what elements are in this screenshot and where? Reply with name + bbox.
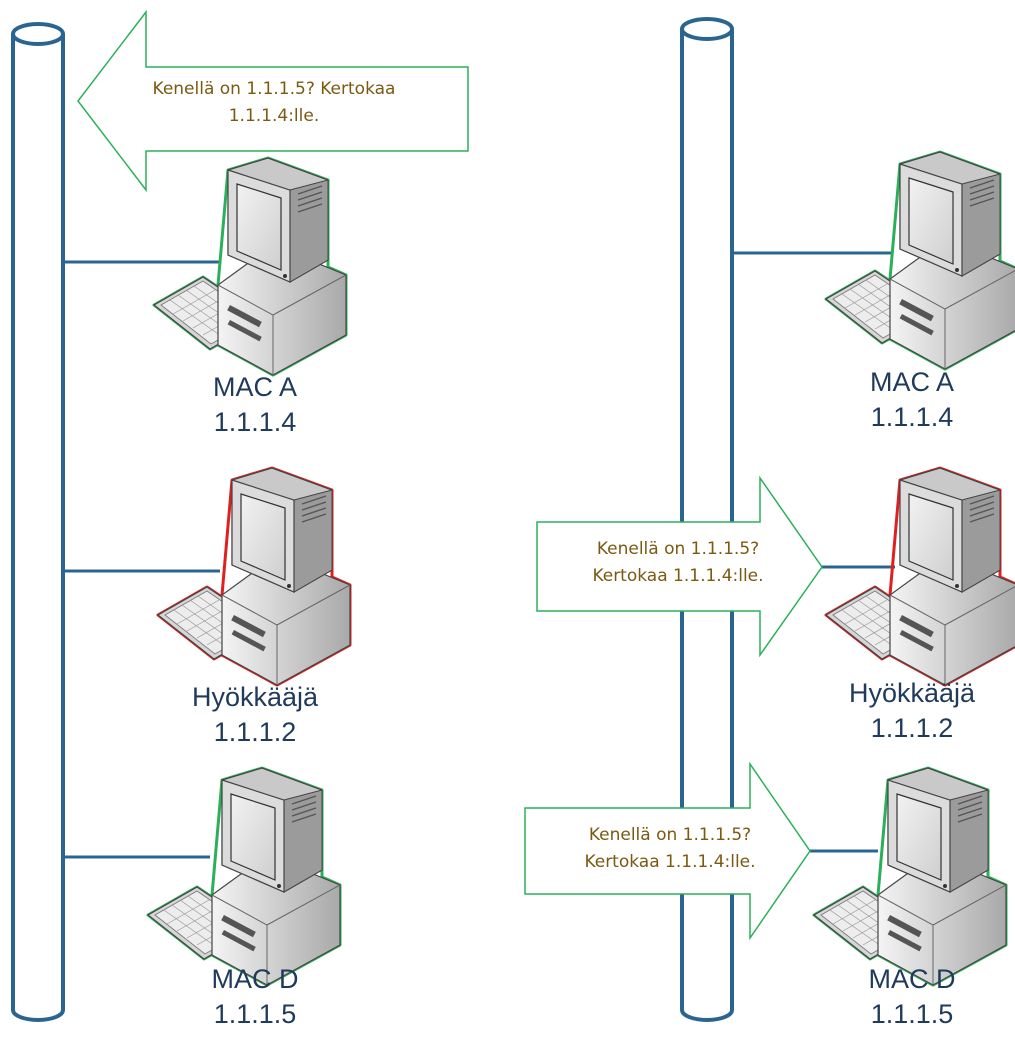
desktop-computer-icon [813,767,1007,986]
right-host-mac-d-label: MAC D 1.1.1.5 [812,962,1012,1032]
delivery-1-line1: Kenellä on 1.1.1.5? [596,539,760,559]
host-ip: 1.1.1.4 [870,402,954,432]
host-name: MAC D [868,964,956,994]
left-broadcast-arrow-text: Kenellä on 1.1.1.5? Kertokaa 1.1.1.4:lle… [104,76,444,130]
host-name: MAC A [869,367,955,397]
desktop-computer-icon [147,767,341,986]
left-computer-mac-d [146,766,342,987]
desktop-computer-icon [157,467,351,686]
host-ip: 1.1.1.2 [870,713,954,743]
right-delivery-arrow-1 [536,475,823,658]
left-computer-mac-a [152,156,348,377]
right-computer-mac-a [824,150,1015,371]
delivery-2-line2: Kertokaa 1.1.1.4:lle. [584,852,756,872]
host-name: MAC D [211,964,299,994]
left-host-mac-a-label: MAC A 1.1.1.4 [145,370,365,440]
left-host-attacker-label: Hyökkääjä 1.1.1.2 [145,680,365,750]
right-host-mac-a-label: MAC A 1.1.1.4 [812,365,1012,435]
host-name: Hyökkääjä [191,682,319,712]
right-computer-mac-d [812,766,1008,987]
left-host-mac-d-label: MAC D 1.1.1.5 [145,962,365,1032]
host-ip: 1.1.1.4 [213,407,297,437]
bus-pipe-top [680,17,734,41]
delivery-1-line2: Kertokaa 1.1.1.4:lle. [592,566,764,586]
right-delivery-1-arrow-text: Kenellä on 1.1.1.5? Kertokaa 1.1.1.4:lle… [548,536,808,590]
right-delivery-arrow-2 [524,761,811,941]
left-broadcast-line1: Kenellä on 1.1.1.5? Kertokaa [152,79,396,99]
right-delivery-2-arrow-text: Kenellä on 1.1.1.5? Kertokaa 1.1.1.4:lle… [540,822,800,876]
bus-pipe-top [11,22,65,46]
delivery-2-line1: Kenellä on 1.1.1.5? [588,825,752,845]
desktop-computer-icon [825,467,1015,686]
host-ip: 1.1.1.2 [213,717,297,747]
right-host-attacker-label: Hyökkääjä 1.1.1.2 [812,676,1012,746]
host-ip: 1.1.1.5 [870,999,954,1029]
left-network-bus [11,22,65,1022]
left-broadcast-arrow [77,9,469,193]
host-name: Hyökkääjä [848,678,976,708]
host-ip: 1.1.1.5 [213,999,297,1029]
host-name: MAC A [212,372,298,402]
bus-pipe-body [11,34,65,1022]
desktop-computer-icon [153,157,347,376]
right-computer-attacker [824,466,1015,687]
desktop-computer-icon [825,151,1015,370]
left-broadcast-line2: 1.1.1.4:lle. [228,106,320,126]
left-computer-attacker [156,466,352,687]
